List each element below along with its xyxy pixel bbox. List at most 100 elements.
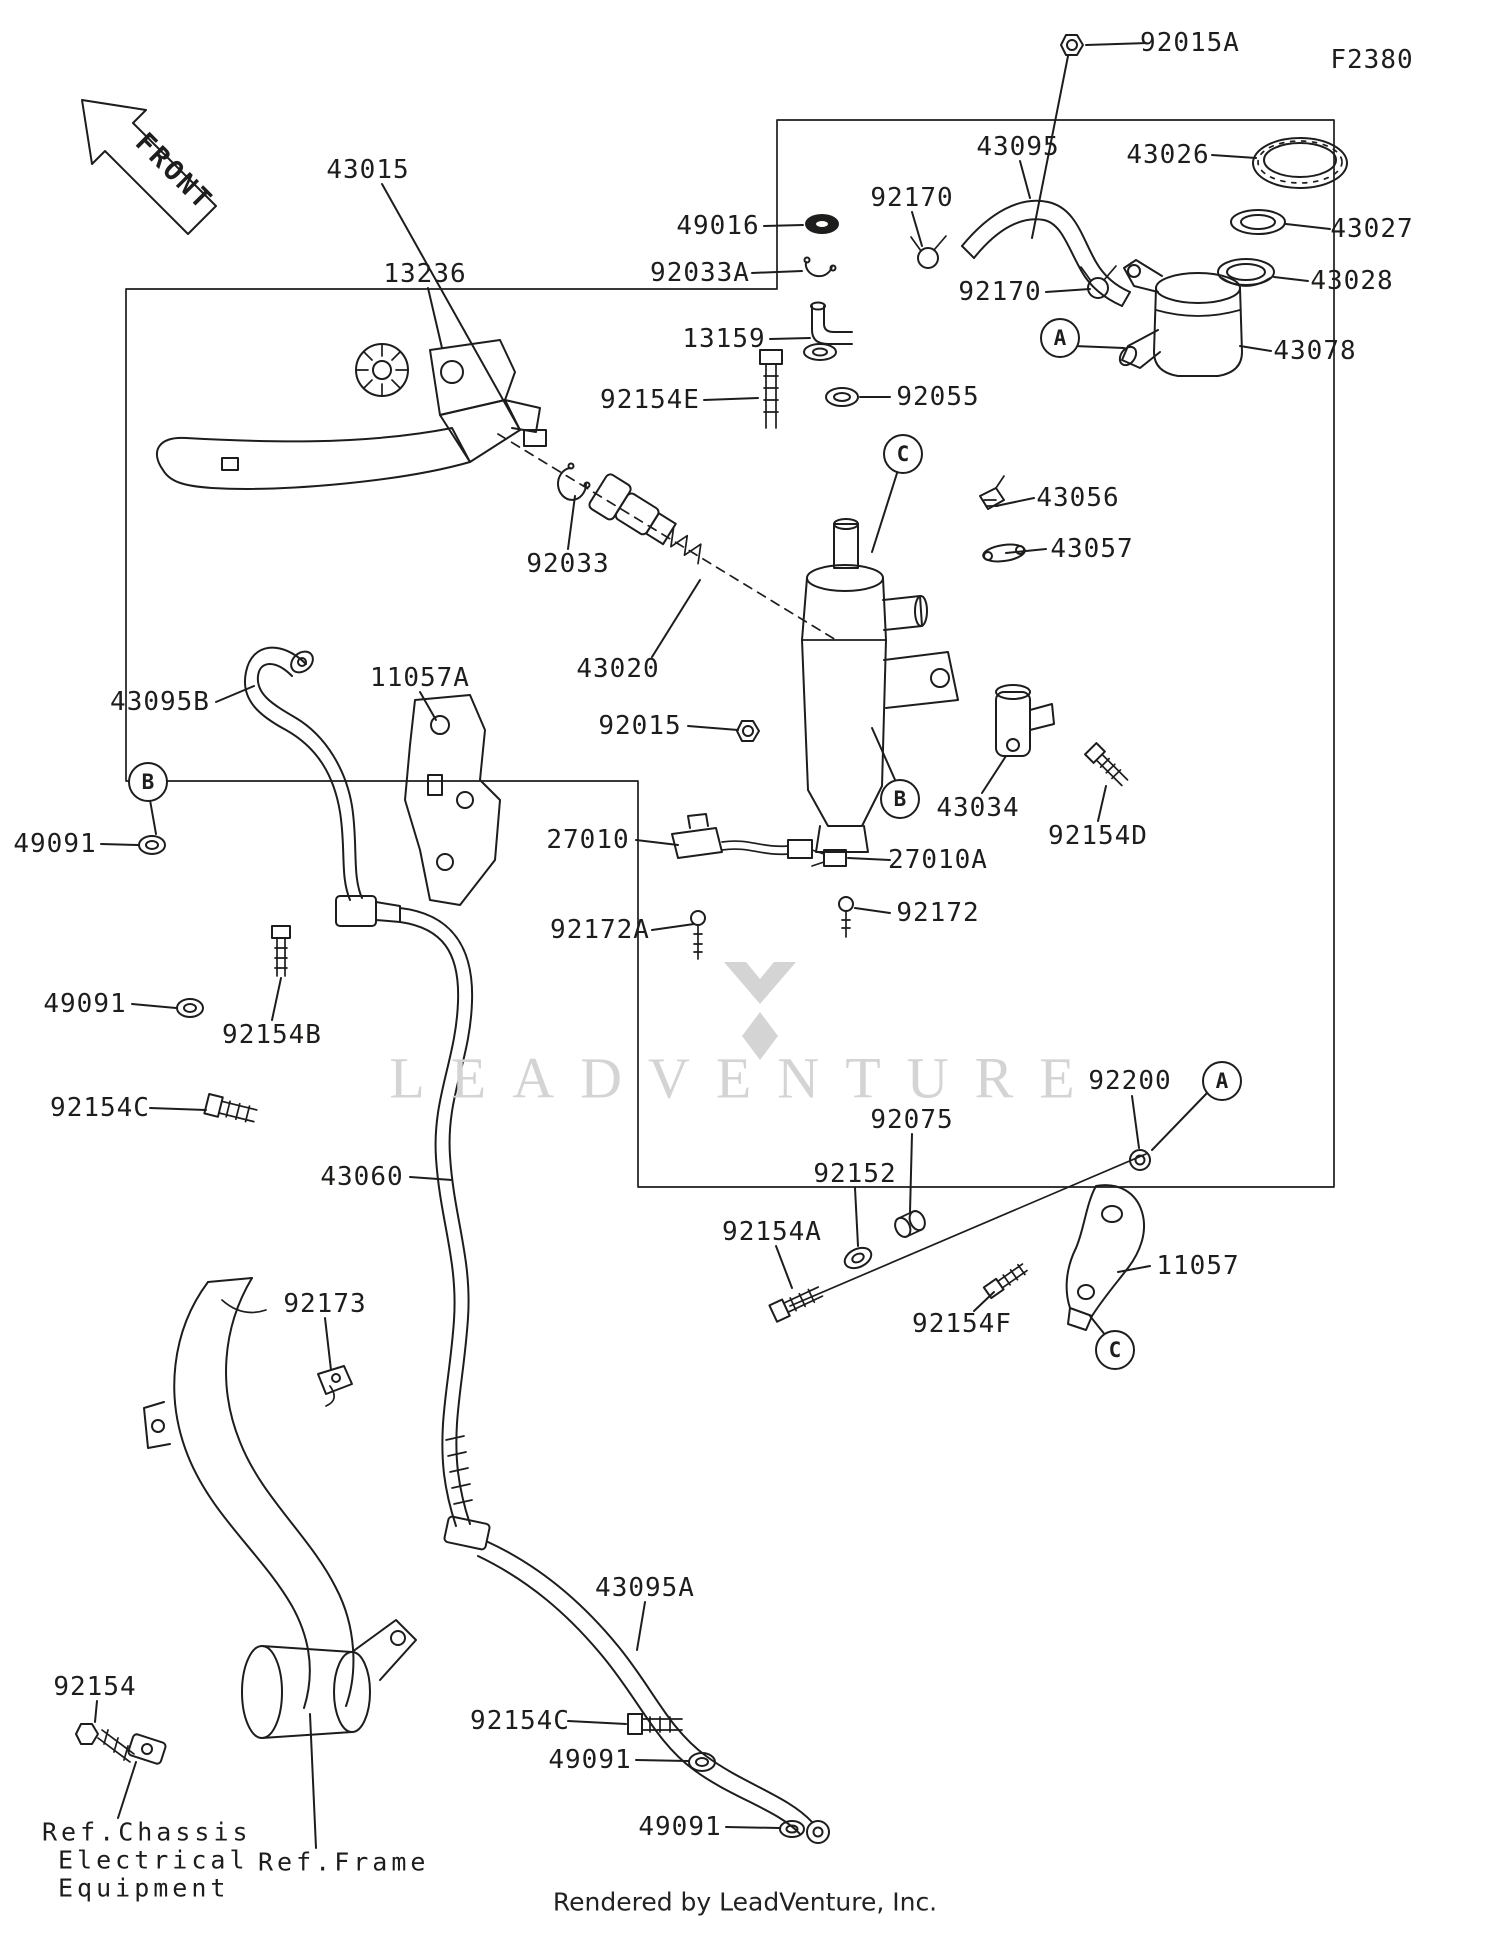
bracket-11057-drawing: [1065, 1184, 1146, 1331]
callout-circle-c-1: C: [883, 434, 923, 474]
part-label-92154C-1[interactable]: 92154C: [50, 1093, 150, 1123]
rod-43057-drawing: [982, 543, 1026, 563]
part-label-92173[interactable]: 92173: [283, 1289, 367, 1319]
bracket-11057A-drawing: [404, 694, 501, 906]
part-label-43095A[interactable]: 43095A: [595, 1573, 695, 1603]
reservoir-43078-drawing: [1118, 259, 1243, 377]
bolt-92154A-drawing: [768, 1286, 824, 1323]
part-label-43028[interactable]: 43028: [1310, 266, 1394, 296]
washer-49091-3-drawing: [688, 1752, 716, 1772]
part-label-13159[interactable]: 13159: [682, 324, 766, 354]
part-label-92033[interactable]: 92033: [526, 549, 610, 579]
joint-13159-drawing: [803, 301, 853, 361]
piston-kit-drawing: [588, 473, 702, 565]
part-label-92075[interactable]: 92075: [870, 1105, 954, 1135]
footer-credit: Rendered by LeadVenture, Inc.: [552, 1887, 938, 1917]
part-label-43027[interactable]: 43027: [1330, 214, 1414, 244]
part-label-92055[interactable]: 92055: [896, 382, 980, 412]
switch-27010A-drawing: [811, 849, 847, 867]
nut-92015A-drawing: [1060, 34, 1084, 56]
watermark-text: LEADVENTURE: [389, 1045, 1101, 1111]
hose-43095A-drawing: [477, 1541, 830, 1844]
screw-92172A-drawing: [690, 910, 706, 960]
part-label-49091-3[interactable]: 49091: [548, 1745, 632, 1775]
part-label-27010[interactable]: 27010: [546, 825, 630, 855]
callout-circle-a-4: A: [1202, 1061, 1242, 1101]
nut-92015-drawing: [736, 720, 760, 742]
bolt-92154E-drawing: [759, 349, 783, 429]
part-label-43026[interactable]: 43026: [1126, 140, 1210, 170]
part-label-13236[interactable]: 13236: [383, 259, 467, 289]
bolt-92154C-2-drawing: [627, 1713, 683, 1735]
part-label-figure-code: F2380: [1330, 45, 1414, 75]
bracket-axis-line: [789, 1153, 1147, 1307]
part-label-49091-4[interactable]: 49091: [638, 1812, 722, 1842]
part-label-ref-chassis-3[interactable]: Equipment: [58, 1873, 230, 1903]
part-label-92200[interactable]: 92200: [1088, 1066, 1172, 1096]
part-label-92172A[interactable]: 92172A: [550, 915, 650, 945]
part-label-11057[interactable]: 11057: [1156, 1251, 1240, 1281]
part-label-43057[interactable]: 43057: [1050, 534, 1134, 564]
part-label-ref-chassis-1[interactable]: Ref.Chassis: [42, 1817, 252, 1847]
bolt-92154F-drawing: [982, 1263, 1028, 1300]
master-cylinder-body-drawing: [801, 518, 959, 853]
cap-plate-43027-drawing: [1230, 209, 1286, 235]
callout-circle-c-5: C: [1095, 1330, 1135, 1370]
pivot-holder-43034-drawing: [995, 684, 1055, 757]
bolt-92154D-drawing: [1084, 742, 1129, 787]
part-label-92033A[interactable]: 92033A: [650, 258, 750, 288]
part-label-92154E[interactable]: 92154E: [600, 385, 700, 415]
diaphragm-43028-drawing: [1217, 258, 1275, 287]
part-label-92154C-2[interactable]: 92154C: [470, 1706, 570, 1736]
part-label-43034[interactable]: 43034: [936, 793, 1020, 823]
part-label-92154A[interactable]: 92154A: [722, 1217, 822, 1247]
oring-92055-drawing: [825, 387, 859, 407]
circlip-92033-drawing: [557, 462, 591, 501]
callout-circle-a-0: A: [1040, 318, 1080, 358]
snap-ring-92033A-drawing: [803, 256, 837, 278]
assembly-boundary-box: [125, 119, 1335, 1188]
callout-circle-b-3: B: [128, 762, 168, 802]
part-label-43095B[interactable]: 43095B: [110, 687, 210, 717]
leader-lines: [94, 42, 1331, 1849]
washer-49016-drawing: [805, 214, 839, 234]
part-label-49091-1[interactable]: 49091: [13, 829, 97, 859]
part-label-43060[interactable]: 43060: [320, 1162, 404, 1192]
part-label-11057A[interactable]: 11057A: [370, 663, 470, 693]
clutch-switch-27010-drawing: [671, 813, 813, 859]
screw-92172-drawing: [838, 896, 854, 938]
part-label-92172[interactable]: 92172: [896, 898, 980, 928]
reservoir-cap-43026-drawing: [1252, 137, 1348, 189]
part-label-92154B[interactable]: 92154B: [222, 1020, 322, 1050]
part-label-43015[interactable]: 43015: [326, 155, 410, 185]
part-label-43078[interactable]: 43078: [1273, 336, 1357, 366]
part-label-43095[interactable]: 43095: [976, 132, 1060, 162]
part-label-92015A[interactable]: 92015A: [1140, 28, 1240, 58]
bolt-92154B-drawing: [271, 925, 291, 977]
part-label-92170-2[interactable]: 92170: [958, 277, 1042, 307]
bolt-92154C-1-drawing: [203, 1093, 258, 1123]
hose-clamp-92170-2-drawing: [1080, 265, 1117, 299]
pipe-43060-drawing: [399, 907, 491, 1551]
part-label-43020[interactable]: 43020: [576, 654, 660, 684]
part-label-43056[interactable]: 43056: [1036, 483, 1120, 513]
part-label-92152[interactable]: 92152: [813, 1159, 897, 1189]
part-label-ref-chassis-2[interactable]: Electrical: [58, 1845, 249, 1875]
hose-43095B-drawing: [243, 646, 401, 927]
washer-92152-drawing: [843, 1246, 873, 1270]
part-label-92154[interactable]: 92154: [53, 1672, 137, 1702]
part-label-27010A[interactable]: 27010A: [888, 845, 988, 875]
part-label-49016[interactable]: 49016: [676, 211, 760, 241]
part-label-92015[interactable]: 92015: [598, 711, 682, 741]
nut-92200-drawing: [1129, 1149, 1151, 1171]
part-label-ref-frame[interactable]: Ref.Frame: [258, 1847, 430, 1877]
part-label-49091-2[interactable]: 49091: [43, 989, 127, 1019]
part-label-92154D[interactable]: 92154D: [1048, 821, 1148, 851]
clutch-lever-drawing: [155, 339, 547, 490]
part-label-92170-1[interactable]: 92170: [870, 183, 954, 213]
part-label-92154F[interactable]: 92154F: [912, 1309, 1012, 1339]
callout-circle-b-2: B: [880, 779, 920, 819]
